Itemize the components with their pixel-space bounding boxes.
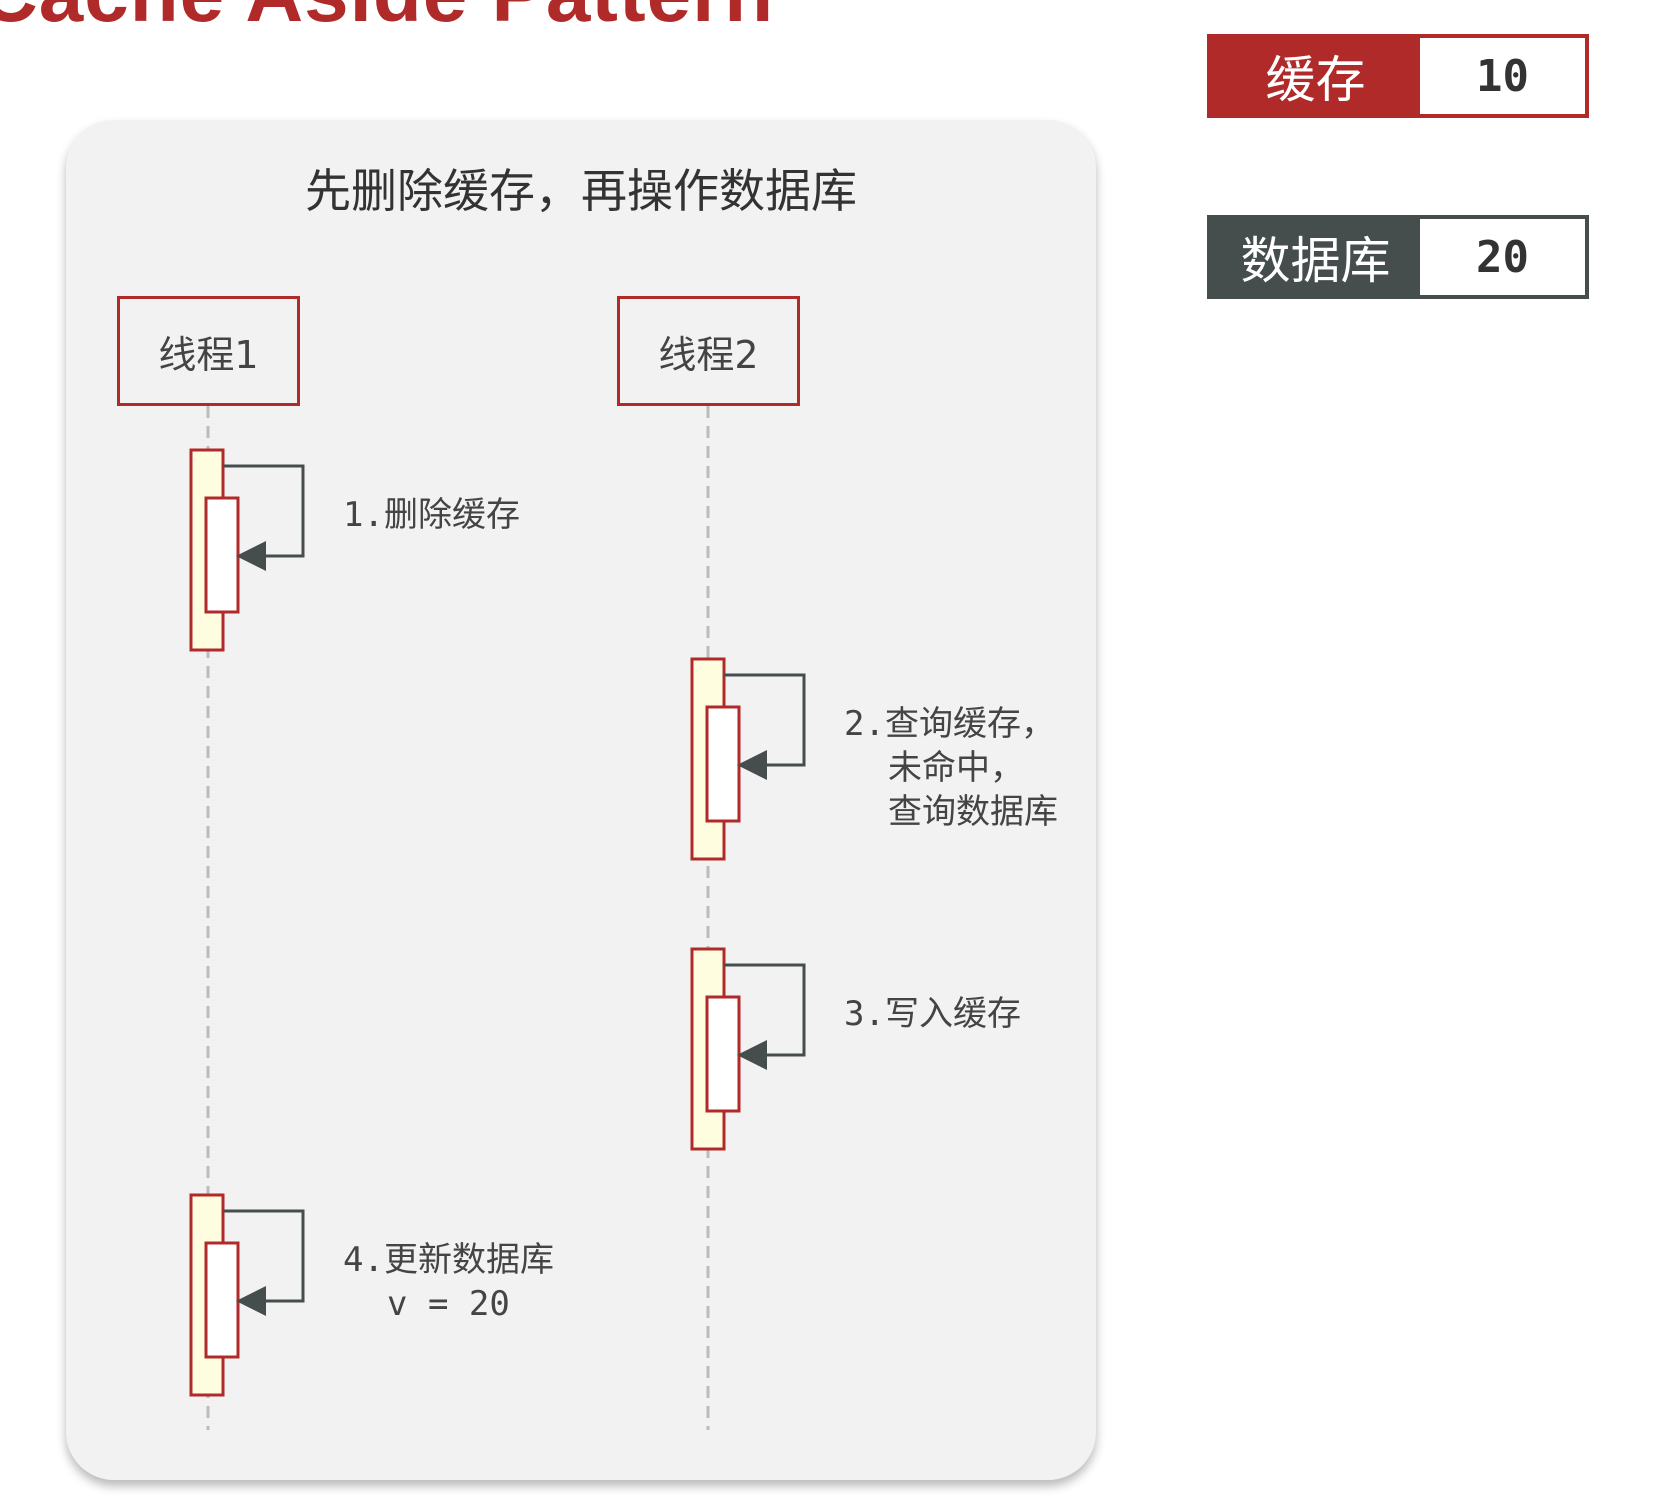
step3-activation	[690, 947, 806, 1151]
step4-line2: v = 20	[387, 1284, 510, 1324]
database-label: 数据库	[1240, 232, 1391, 290]
sequence-diagram-panel: 先删除缓存，再操作数据库 线程1 线程2 1.删除缓存 2.查询缓存， 未命中，…	[66, 120, 1096, 1480]
step4-line1: 4.更新数据库	[343, 1240, 554, 1280]
thread1-label: 线程1	[158, 332, 259, 377]
sequence-diagram-graphics	[189, 406, 806, 1430]
database-value: 20	[1420, 219, 1585, 295]
page-heading: Cache Aside Pattern	[0, 0, 774, 40]
step3-line1: 3.写入缓存	[844, 994, 1021, 1034]
step1-label: 1.删除缓存	[343, 493, 520, 537]
step3-label: 3.写入缓存	[844, 992, 1021, 1036]
thread2-box: 线程2	[617, 296, 800, 406]
database-value-box: 数据库 20	[1207, 215, 1589, 299]
step2-line1: 2.查询缓存，	[844, 704, 1055, 744]
step1-line1: 1.删除缓存	[343, 495, 520, 535]
step1-activation	[189, 448, 305, 652]
step4-label: 4.更新数据库 v = 20	[343, 1238, 554, 1326]
step2-activation	[690, 657, 806, 861]
cache-label: 缓存	[1265, 51, 1366, 109]
cache-value: 10	[1420, 38, 1585, 114]
step2-line2: 未命中，	[888, 748, 1024, 788]
thread2-label: 线程2	[658, 332, 759, 377]
thread1-box: 线程1	[117, 296, 300, 406]
step4-activation	[189, 1193, 305, 1397]
step2-label: 2.查询缓存， 未命中， 查询数据库	[844, 702, 1058, 834]
cache-value-box: 缓存 10	[1207, 34, 1589, 118]
step2-line3: 查询数据库	[888, 792, 1058, 832]
diagram-title: 先删除缓存，再操作数据库	[305, 164, 857, 218]
